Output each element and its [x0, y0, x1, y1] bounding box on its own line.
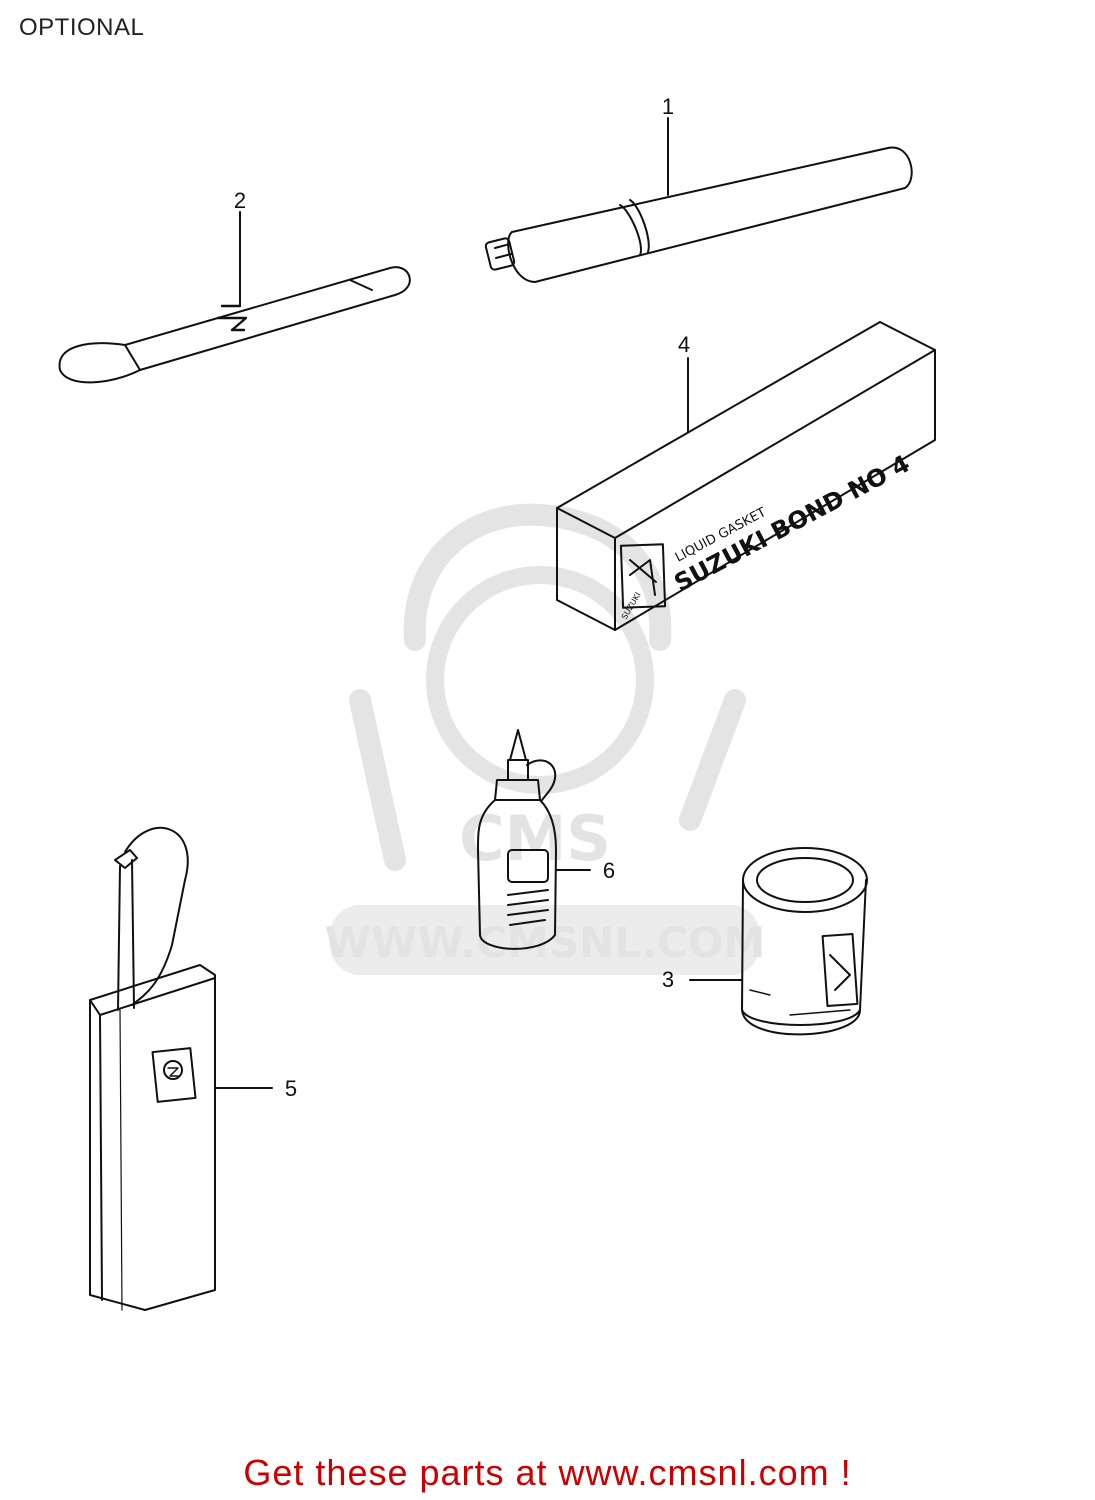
callout-2: 2	[234, 188, 246, 213]
watermark-badge: CMS	[459, 802, 611, 875]
page-title: OPTIONAL	[19, 14, 145, 41]
oil-can-icon	[89, 826, 216, 1311]
watermark	[330, 503, 760, 975]
bottle-icon	[477, 729, 557, 950]
box-icon	[556, 321, 936, 631]
callout-3: 3	[662, 967, 674, 992]
callout-6: 6	[603, 858, 615, 883]
footer-parts-link[interactable]: Get these parts at www.cmsnl.com !	[243, 1452, 852, 1493]
callout-5: 5	[285, 1076, 297, 1101]
spatula-icon	[58, 266, 411, 384]
box-label-line2: SUZUKI BOND NO 4	[670, 450, 915, 598]
tube-icon	[484, 146, 913, 283]
callout-4: 4	[678, 332, 690, 357]
can-icon	[741, 847, 868, 1036]
callout-1: 1	[662, 94, 674, 119]
